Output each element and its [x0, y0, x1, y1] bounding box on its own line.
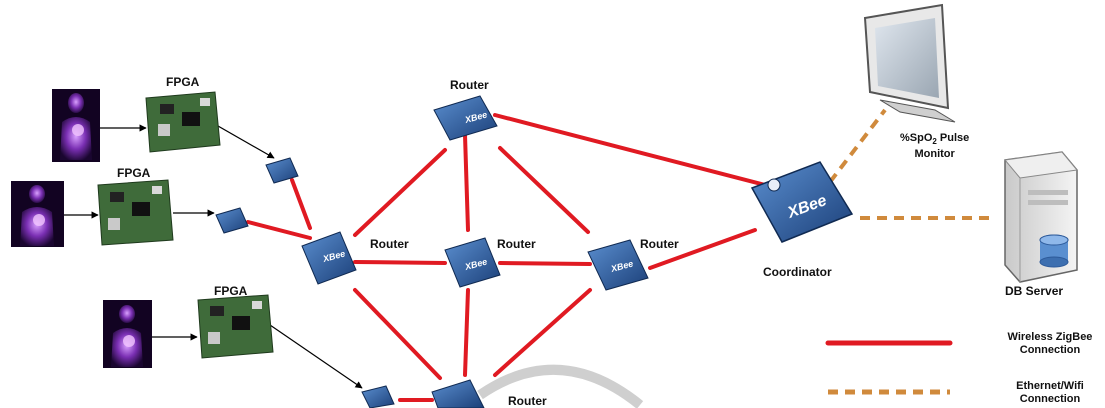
- xbee-small-1: [265, 157, 299, 184]
- ethernet-links: [828, 108, 990, 395]
- monitor-label-subscript: 2: [932, 137, 937, 147]
- fpga-label-2: FPGA: [117, 166, 151, 180]
- fpga-label-1: FPGA: [166, 75, 200, 89]
- fpga-label-3: FPGA: [214, 284, 248, 298]
- router-bottom-module: [431, 379, 485, 408]
- link-router-right-router-bottom: [493, 288, 592, 377]
- arrow-fpga1-xbee1: [217, 125, 275, 159]
- monitor-icon: [863, 3, 956, 123]
- patient-body-3: [103, 300, 152, 368]
- arrow-fpga3-xbee3: [269, 324, 363, 389]
- router-left-module: XBee: [301, 231, 357, 285]
- link-router-top-router-center: [463, 133, 470, 232]
- legend-wireless-label: Wireless ZigBee Connection: [995, 331, 1105, 357]
- legend-ethernet-line1: Ethernet/Wifi: [1016, 380, 1084, 392]
- fpga-board-3: [197, 294, 274, 359]
- wireless-links: [246, 113, 953, 402]
- xbee-small-2: [215, 207, 249, 234]
- link-router-center-router-bottom: [463, 288, 470, 377]
- monitor-label-suffix: Pulse: [936, 132, 970, 144]
- legend-wireless-line2: Connection: [1019, 344, 1081, 356]
- patient-body-2: [11, 181, 64, 247]
- fpga-board-1: [145, 91, 221, 153]
- link-router-right-coordinator: [648, 228, 757, 270]
- monitor-label-line2: Monitor: [914, 148, 955, 161]
- router-label-top: Router: [450, 78, 489, 92]
- link-xbee-small2-router-left: [246, 220, 312, 240]
- router-label-bottom: Router: [508, 394, 547, 408]
- router-center-module: XBee: [444, 237, 501, 288]
- background-arc: [477, 364, 644, 408]
- link-coordinator-monitor: [828, 108, 887, 184]
- router-label-center: Router: [497, 237, 536, 251]
- link-router-top-router-right: [498, 146, 590, 234]
- link-router-top-coordinator: [493, 113, 767, 187]
- xbee-small-3: [361, 385, 395, 408]
- coordinator-module: XBee: [750, 161, 854, 243]
- patient-body-1: [52, 89, 100, 162]
- router-label-left: Router: [370, 237, 409, 251]
- monitor-label-prefix: %SpO: [900, 132, 933, 144]
- link-router-left-router-bottom: [353, 288, 442, 380]
- data-arrows: [62, 124, 363, 389]
- router-label-right: Router: [640, 237, 679, 251]
- coordinator-label: Coordinator: [763, 265, 832, 279]
- monitor-label: %SpO2 Pulse Monitor: [900, 132, 969, 161]
- link-router-left-router-center: [353, 260, 447, 265]
- db-server-label: DB Server: [1005, 284, 1064, 298]
- router-right-module: XBee: [587, 239, 649, 291]
- db-server-icon: [1004, 151, 1078, 283]
- link-router-top-router-left: [353, 148, 447, 237]
- link-xbee-small1-router-left: [290, 178, 312, 230]
- router-top-module: XBee: [433, 95, 498, 141]
- legend-ethernet-line2: Connection: [1019, 393, 1081, 405]
- legend-ethernet-label: Ethernet/Wifi Connection: [995, 380, 1105, 406]
- fpga-board-2: [97, 179, 174, 246]
- link-router-center-router-right: [498, 261, 592, 266]
- legend-wireless-line1: Wireless ZigBee: [1007, 331, 1093, 343]
